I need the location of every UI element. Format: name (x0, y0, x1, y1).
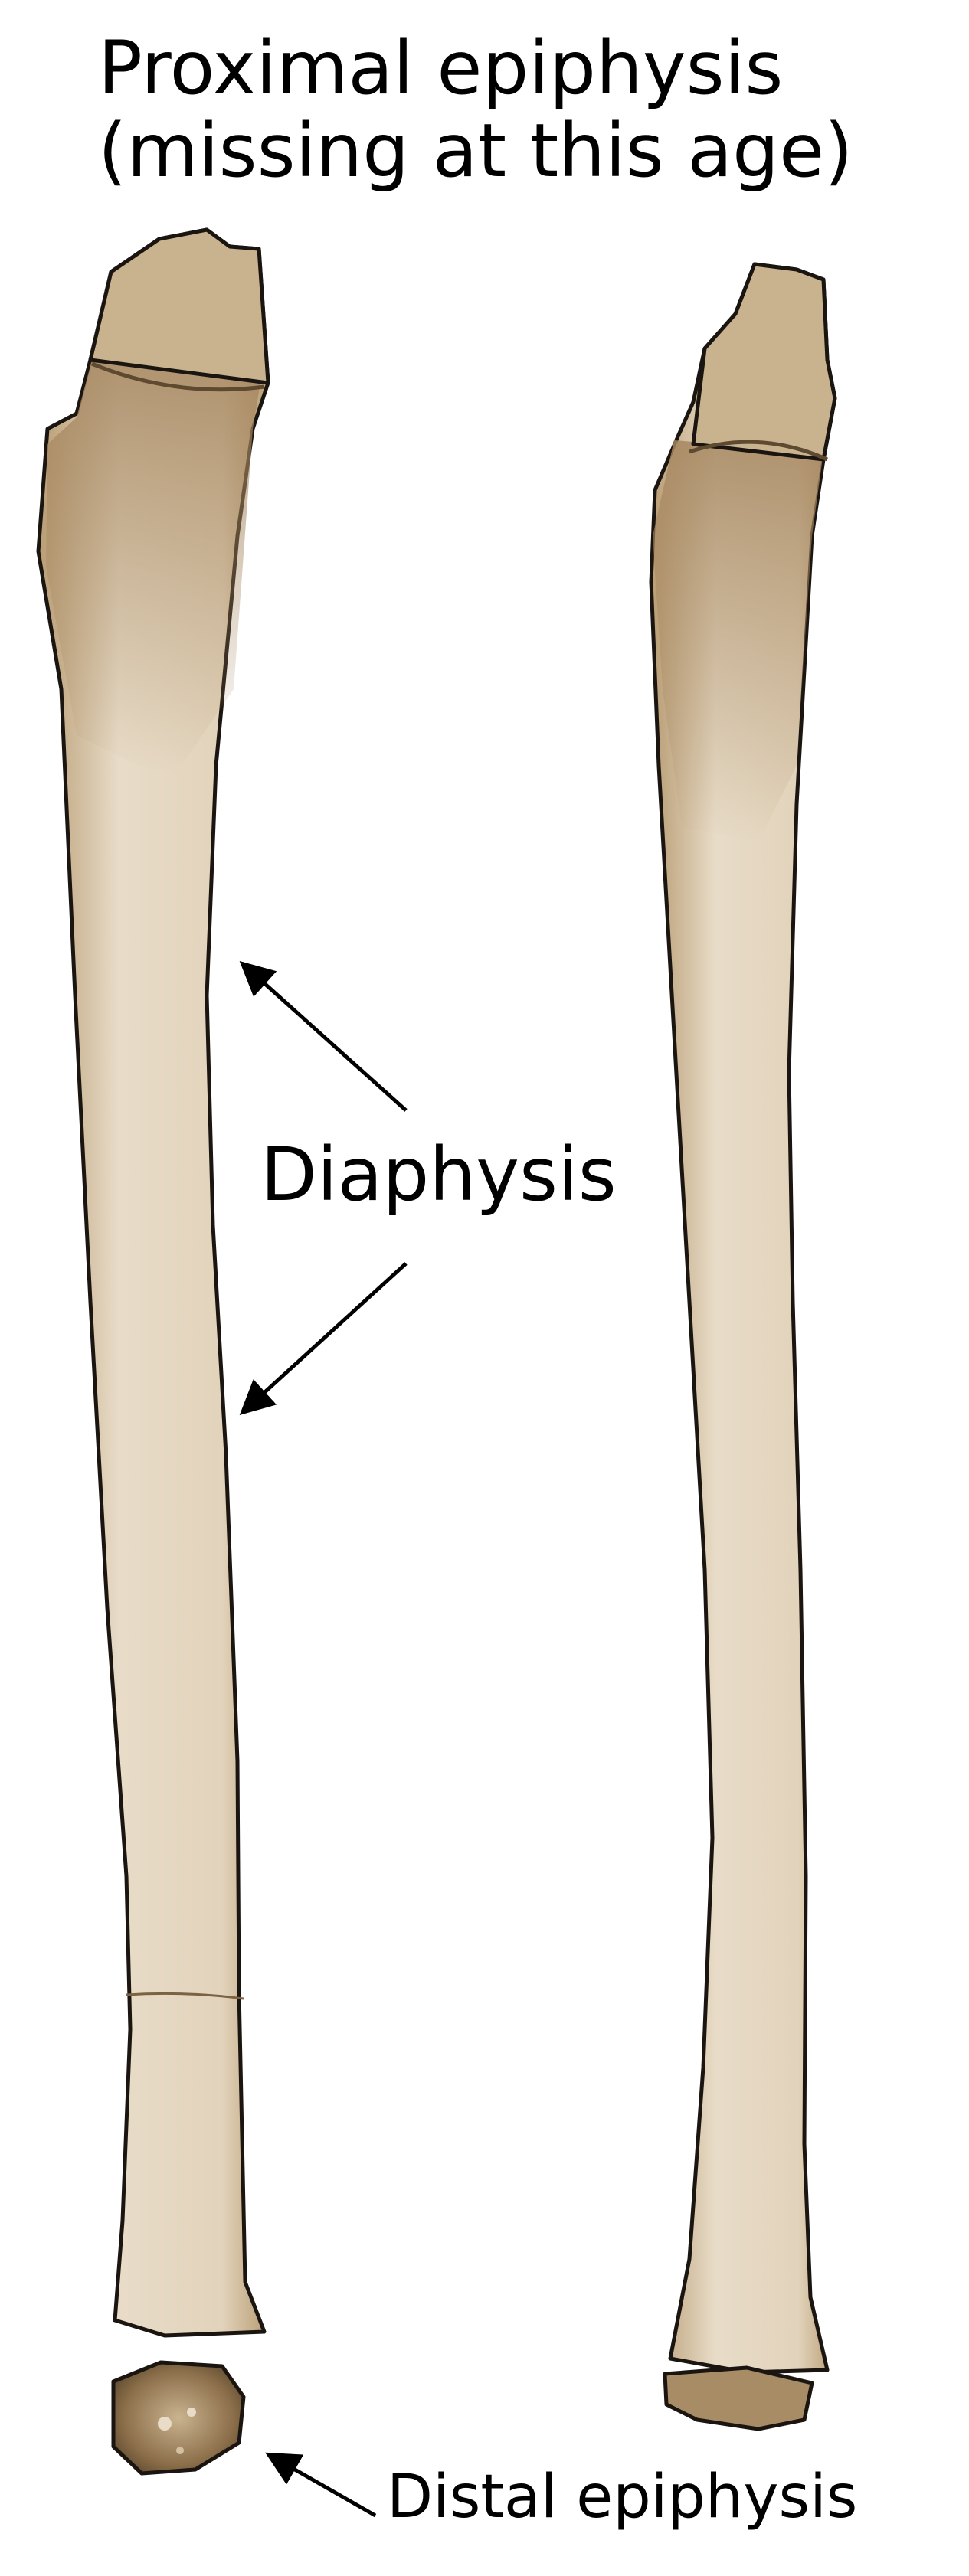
left-bone-mid-crack (126, 1992, 244, 2000)
distal-epiphysis-arrow (265, 2452, 377, 2518)
distal-epiphysis-label: Distal epiphysis (387, 2463, 858, 2532)
distal-epiphysis-fragment (111, 2360, 246, 2476)
right-bone-head (691, 262, 837, 462)
diaphysis-label: Diaphysis (260, 1132, 617, 1218)
proximal-epiphysis-label-line2: (missing at this age) (98, 107, 853, 194)
right-radius-bone (649, 262, 837, 2431)
diaphysis-arrow-upper (239, 960, 408, 1112)
right-bone-proximal-shadow (653, 440, 823, 842)
right-bone-neck-line (689, 440, 829, 462)
proximal-epiphysis-label-line1: Proximal epiphysis (98, 25, 784, 111)
left-bone-proximal-shadow (46, 360, 264, 773)
left-bone-shaft (36, 227, 270, 2338)
proximal-epiphysis-label: Proximal epiphysis (missing at this age) (98, 25, 853, 194)
left-bone-head (88, 227, 270, 385)
diaphysis-arrow-lower (239, 1262, 408, 1416)
left-bone-neck-line (91, 361, 265, 392)
right-bone-distal-end (663, 2365, 814, 2431)
left-radius-bone (36, 227, 270, 2338)
